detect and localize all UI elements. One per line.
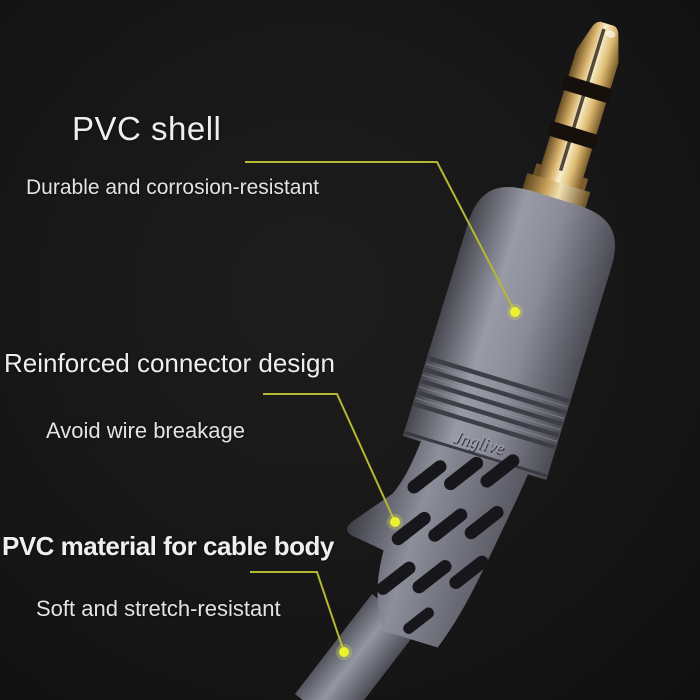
callout-dot-cable-body <box>339 647 349 657</box>
label-pvc-shell-subtitle: Durable and corrosion-resistant <box>26 176 319 199</box>
plug-collar-step <box>532 163 589 192</box>
label-cable-body-title: PVC material for cable body <box>2 531 334 561</box>
callout-dots <box>336 304 523 660</box>
label-reinforced-connector-subtitle: Avoid wire breakage <box>46 418 245 443</box>
plug-insulator-ring-bottom <box>547 121 599 149</box>
grip-ridge-highlights <box>415 363 568 442</box>
callout-line-pvc-shell <box>245 161 516 313</box>
plug-collar-base <box>522 172 591 209</box>
callout-line-cable-body <box>250 571 345 653</box>
callout-lines <box>245 161 516 653</box>
connector-assembly: Jnglive Jnglive <box>347 21 619 648</box>
plug-tip-highlight <box>605 30 616 38</box>
plug-insulator-ring-top <box>561 75 613 104</box>
strain-relief-slots <box>376 454 520 634</box>
connector-barrel <box>402 187 615 480</box>
barrel-boot-groove <box>404 431 547 478</box>
audio-jack-plug <box>533 21 619 205</box>
strain-relief-boot <box>347 439 529 648</box>
label-cable-body-subtitle: Soft and stretch-resistant <box>36 596 281 621</box>
callout-line-reinforced-connector <box>263 393 396 523</box>
plug-seam-line <box>551 28 606 195</box>
grip-ridges <box>413 355 570 450</box>
callout-dot-pvc-shell <box>510 307 520 317</box>
callout-dot-reinforced-connector <box>390 517 400 527</box>
label-reinforced-connector-title: Reinforced connector design <box>4 348 335 378</box>
label-pvc-shell-title: PVC shell <box>72 110 222 147</box>
